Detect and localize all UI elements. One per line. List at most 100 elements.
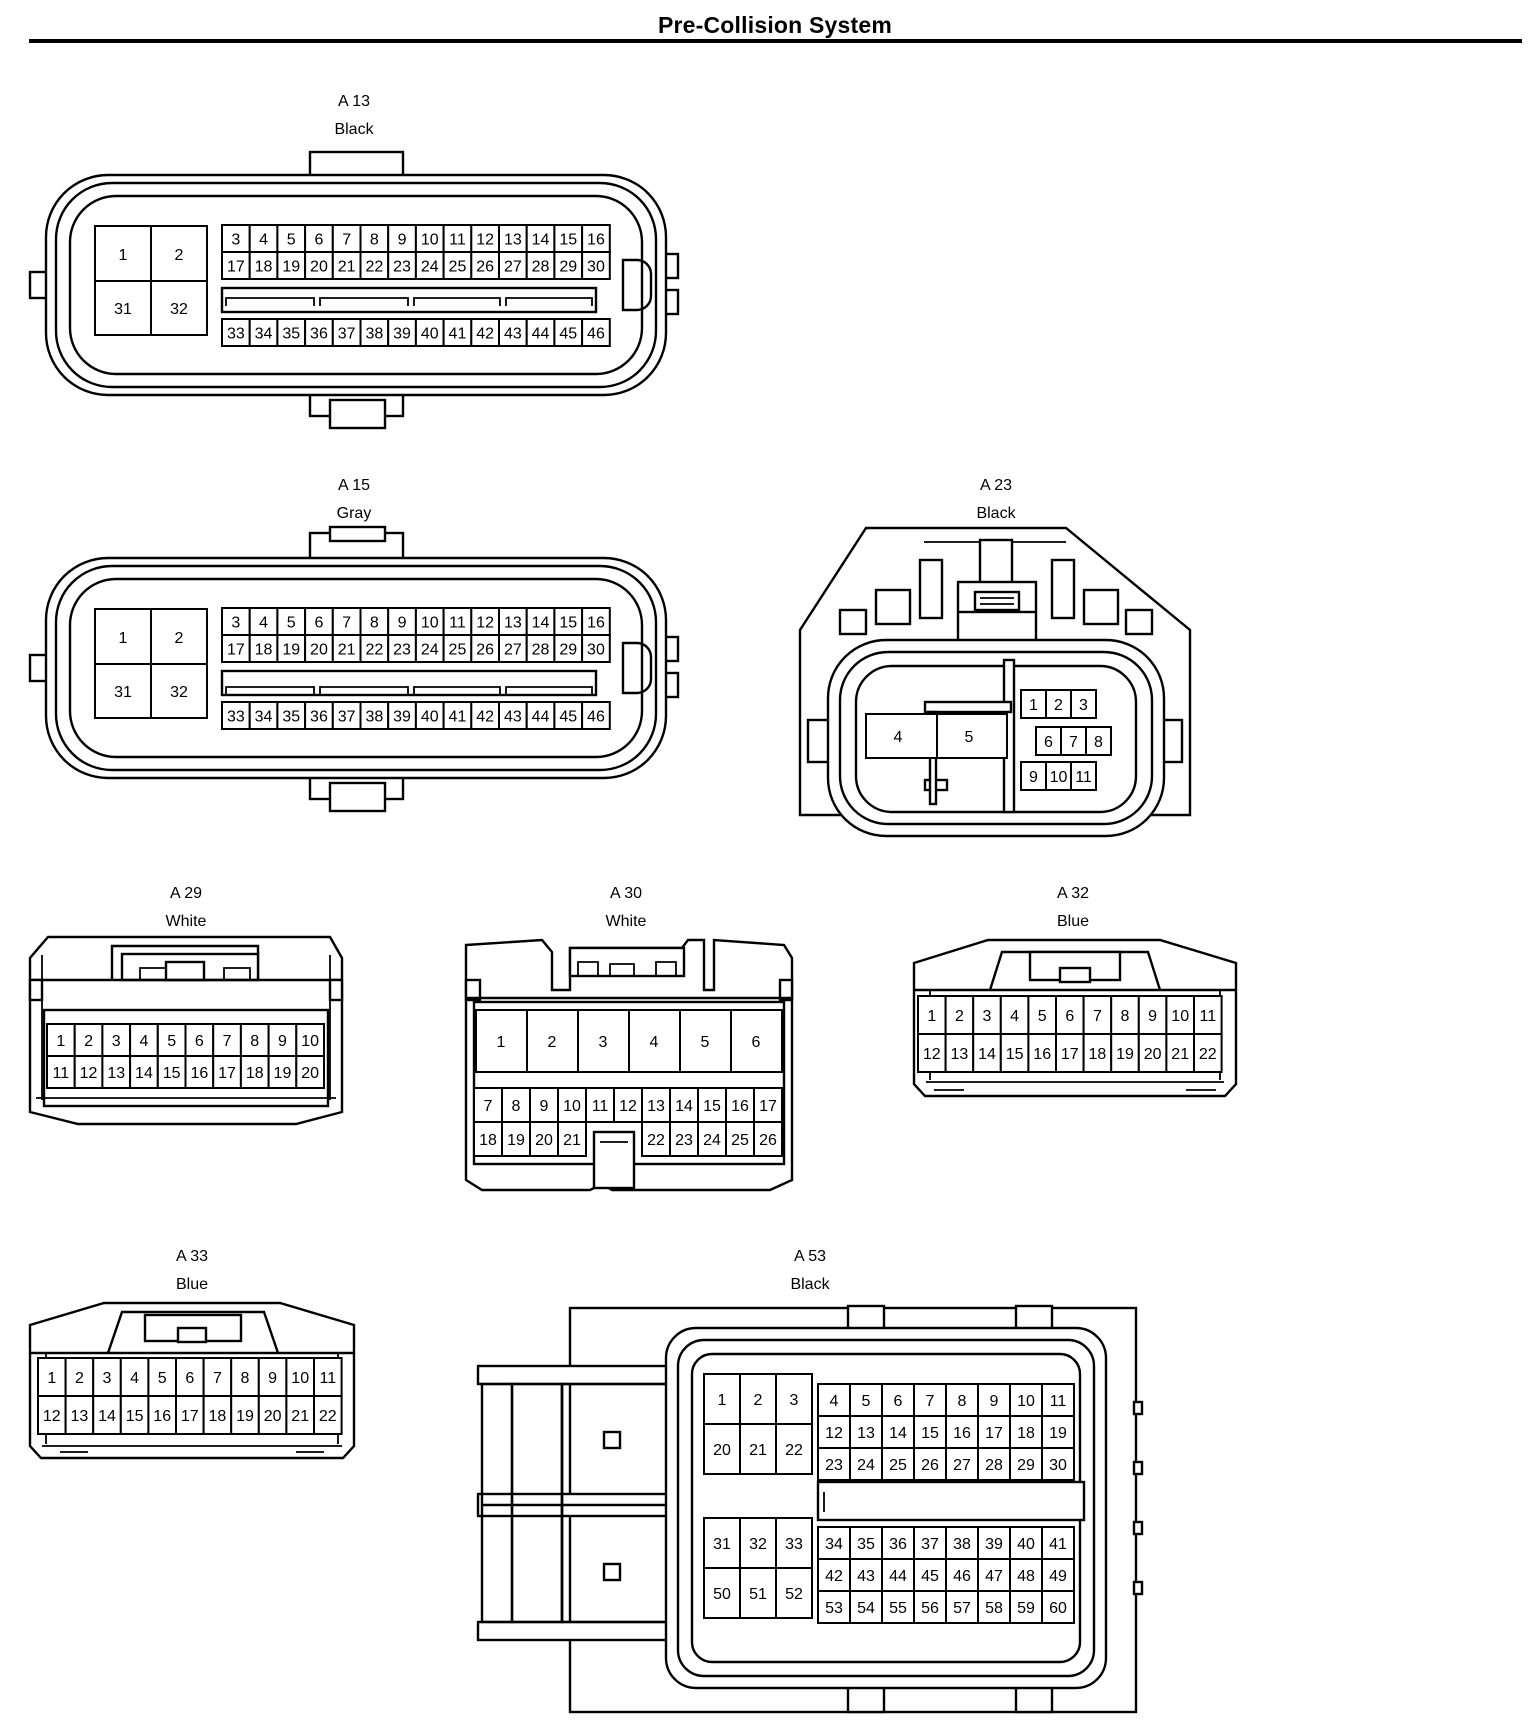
pin-number: 4 (139, 1033, 148, 1050)
pin-number: 53 (825, 1600, 843, 1617)
pin-number: 8 (1121, 1008, 1130, 1025)
pin-number: 8 (1094, 734, 1103, 751)
connector-id: A 53 (793, 1248, 827, 1265)
pin-number: 23 (393, 258, 411, 275)
pin-number: 39 (985, 1536, 1003, 1553)
pin-number: 5 (1038, 1008, 1047, 1025)
pin-number: 3 (983, 1008, 992, 1025)
pin-cell (359, 224, 390, 253)
svg-text:4: 4 (894, 729, 903, 746)
pin-cell (276, 607, 307, 636)
pin-number: 6 (195, 1033, 204, 1050)
pin-cell (304, 318, 334, 347)
pin-number: 35 (857, 1536, 875, 1553)
pin-number: 15 (921, 1425, 939, 1442)
pin-number: 2 (1054, 697, 1063, 714)
pin-number: 17 (218, 1065, 236, 1082)
pin-number: 7 (342, 614, 351, 631)
pin-number: 6 (185, 1370, 194, 1387)
pin-number: 17 (985, 1425, 1003, 1442)
pin-cell (817, 1590, 851, 1624)
pin-cell (669, 1121, 699, 1157)
pin-number: 4 (259, 614, 268, 631)
pin-number: 18 (246, 1065, 264, 1082)
svg-text:31: 31 (114, 684, 132, 701)
svg-text:4: 4 (650, 1034, 659, 1051)
pin-number: 7 (1093, 1008, 1102, 1025)
pin-cell (553, 318, 584, 347)
pin-cell (525, 318, 556, 347)
pin-number: 36 (310, 708, 328, 725)
pin-number: 14 (135, 1065, 153, 1082)
pin-number: 17 (227, 641, 245, 658)
pin-number: 39 (393, 708, 411, 725)
svg-text:1: 1 (497, 1034, 506, 1051)
pin-cell (775, 1423, 813, 1475)
pin-number: 21 (291, 1408, 309, 1425)
pin-number: 38 (365, 708, 383, 725)
pin-number: 26 (759, 1132, 777, 1149)
connector-id: A 33 (175, 1248, 209, 1265)
connector-id: A 23 (979, 477, 1013, 494)
pin-cell (553, 634, 584, 663)
pin-number: 25 (449, 641, 467, 658)
pin-number: 58 (985, 1600, 1003, 1617)
pin-number: 20 (535, 1132, 553, 1149)
pin-number: 34 (825, 1536, 843, 1553)
pin-number: 12 (476, 614, 494, 631)
pin-grid-a23-large: 4 5 (865, 713, 1008, 759)
pin-cell (257, 1357, 288, 1397)
page-title: Pre-Collision System (657, 12, 893, 38)
pin-number: 24 (421, 258, 439, 275)
pin-number: 12 (80, 1065, 98, 1082)
pin-number: 11 (319, 1370, 336, 1387)
pin-cell (739, 1373, 777, 1425)
pin-cell (581, 701, 611, 730)
pin-cell (1027, 995, 1058, 1035)
pin-cell (739, 1517, 777, 1569)
connector-id: A 29 (169, 885, 203, 902)
pin-number: 8 (512, 1098, 521, 1115)
pin-number: 22 (365, 258, 383, 275)
pin-number: 15 (559, 231, 577, 248)
pin-number: 37 (921, 1536, 939, 1553)
pin-number: 14 (532, 231, 550, 248)
connector-id: A 13 (337, 93, 371, 110)
connector-color: White (605, 913, 647, 930)
pin-number: 55 (889, 1600, 907, 1617)
pin-cell (703, 1373, 741, 1425)
pin-cell (753, 1121, 783, 1157)
pin-number: 13 (504, 231, 522, 248)
pin-number: 38 (953, 1536, 971, 1553)
pin-cell (525, 251, 556, 280)
pin-number: 42 (476, 708, 494, 725)
pin-number: 29 (559, 641, 577, 658)
pin-number: 40 (1017, 1536, 1035, 1553)
pin-number: 6 (314, 231, 323, 248)
pin-number: 11 (449, 231, 466, 248)
pin-number: 5 (287, 614, 296, 631)
pin-cell (442, 634, 473, 663)
pin-number: 19 (1049, 1425, 1067, 1442)
pin-number: 30 (587, 258, 605, 275)
svg-text:2: 2 (175, 247, 184, 264)
pin-number: 11 (1050, 1393, 1067, 1410)
pin-cell (613, 1087, 643, 1123)
pin-number: 15 (703, 1098, 721, 1115)
pin-cell (359, 701, 390, 730)
pin-number: 1 (47, 1370, 56, 1387)
pin-number: 16 (190, 1065, 208, 1082)
pin-cell (881, 1558, 915, 1592)
pin-number: 7 (1069, 734, 1078, 751)
pin-number: 14 (532, 614, 550, 631)
pin-number: 19 (282, 258, 300, 275)
pin-number: 44 (532, 325, 550, 342)
connector-id: A 32 (1056, 885, 1090, 902)
pin-number: 42 (476, 325, 494, 342)
svg-text:32: 32 (170, 684, 188, 701)
